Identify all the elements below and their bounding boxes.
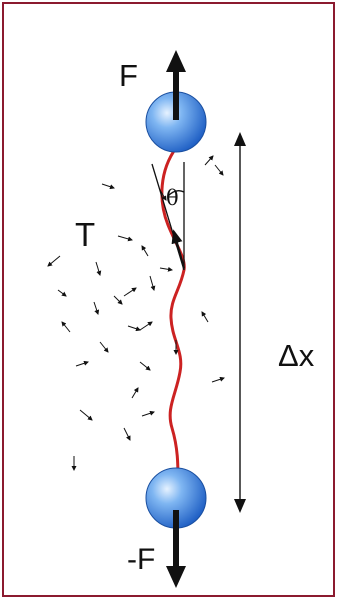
thermal-arrow <box>159 189 167 201</box>
polymer-filament <box>160 146 186 482</box>
thermal-arrow <box>141 245 149 257</box>
thermal-arrow <box>57 289 67 297</box>
extension-label: Δx <box>278 338 315 373</box>
force-label-top: F <box>119 58 138 93</box>
thermal-arrow <box>201 311 209 323</box>
thermal-arrow <box>204 155 214 166</box>
force-label-bottom: -F <box>127 543 156 576</box>
thermal-arrow <box>159 266 173 272</box>
thermal-arrow <box>93 301 100 315</box>
thermal-arrow <box>95 261 102 276</box>
thermal-arrow <box>123 427 131 441</box>
thermal-arrow <box>131 387 139 399</box>
thermal-arrow <box>149 275 156 291</box>
temperature-label: T <box>75 216 96 253</box>
force-arrow-up <box>166 50 186 120</box>
thermal-arrow <box>127 325 141 332</box>
angle-arc <box>167 190 185 197</box>
thermal-fluctuation-arrows <box>47 155 225 471</box>
thermal-arrow <box>139 321 153 331</box>
thermal-arrow <box>117 235 133 242</box>
thermal-arrow <box>79 409 93 421</box>
thermal-arrow <box>214 164 224 176</box>
thermal-arrow <box>61 321 71 333</box>
thermal-arrow <box>75 360 89 367</box>
thermal-arrow <box>141 410 155 417</box>
thermal-arrow <box>113 295 123 305</box>
thermal-arrow <box>123 287 137 297</box>
thermal-arrow <box>99 341 109 353</box>
tangent-arrow <box>171 229 185 269</box>
extension-double-arrow <box>234 132 246 513</box>
thermal-arrow <box>139 361 151 371</box>
angle-label: θ <box>166 186 179 210</box>
thermal-arrow <box>211 376 225 383</box>
force-arrow-down <box>166 510 186 588</box>
thermal-arrow <box>101 183 115 190</box>
thermal-arrow <box>47 255 61 267</box>
